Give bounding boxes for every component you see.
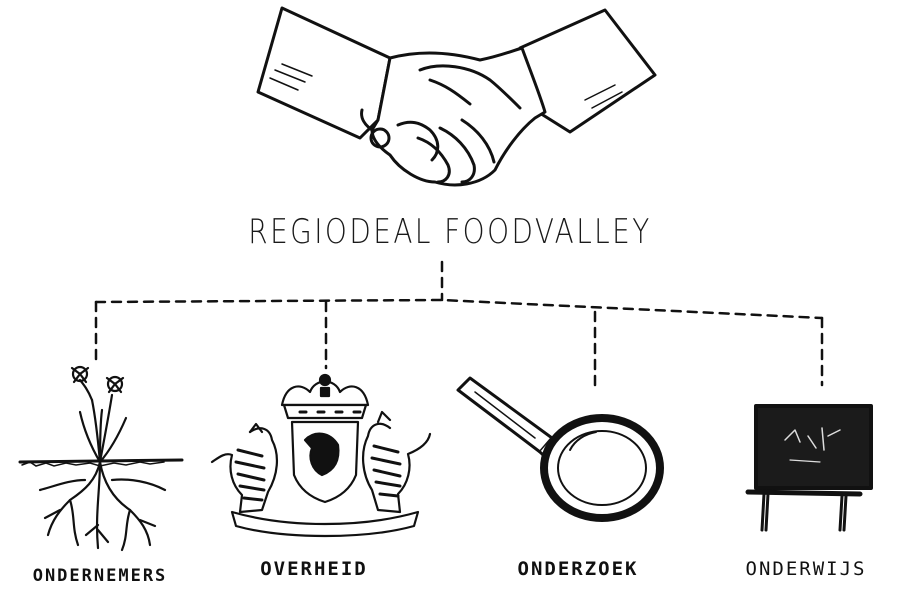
dashed-connectors — [94, 260, 824, 388]
branch-label-onderzoek: ONDERZOEK — [517, 558, 639, 580]
magnifying-glass-icon — [456, 376, 664, 522]
coat-of-arms-icon — [210, 373, 432, 538]
plant-with-roots-icon — [18, 365, 184, 552]
chalkboard-icon — [745, 404, 873, 532]
branch-label-overheid: OVERHEID — [260, 558, 368, 580]
handshake-icon — [256, 6, 657, 187]
branch-label-ondernemers: ONDERNEMERS — [32, 566, 168, 586]
diagram-title: REGIODEAL FOODVALLEY — [248, 212, 652, 252]
branch-label-onderwijs: ONDERWIJS — [745, 558, 867, 580]
